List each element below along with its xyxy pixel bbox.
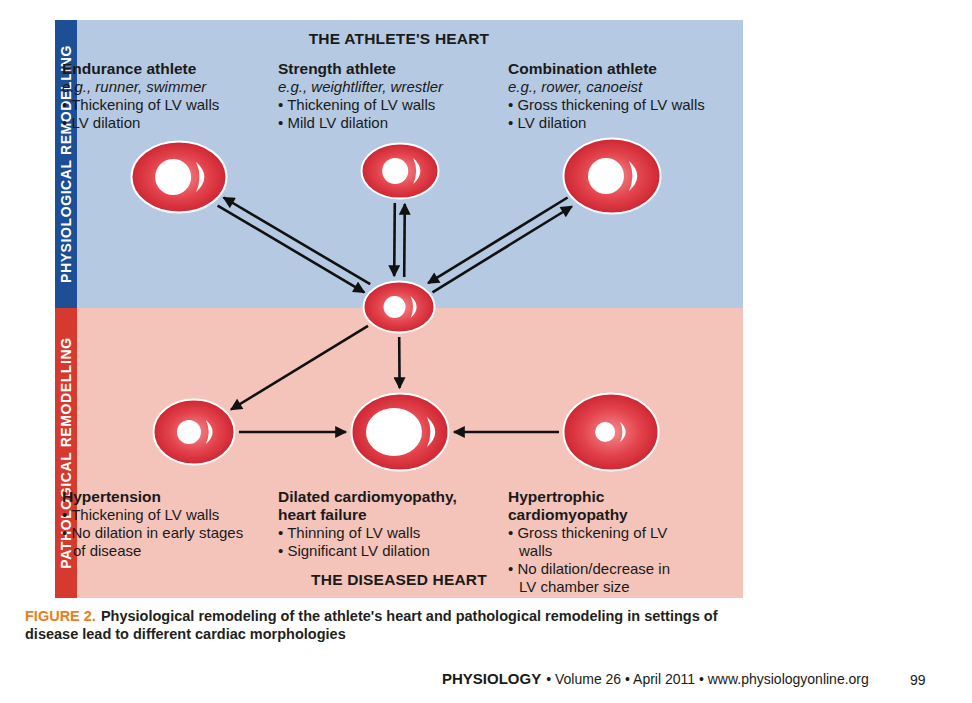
remodelling-arrow — [428, 198, 567, 284]
heart-node: Endurance athletee.g., runner, swimmer• … — [62, 60, 277, 214]
bullet-text: • No dilation/decrease in LV chamber siz… — [508, 560, 672, 596]
text-group: Hypertrophic cardiomyopathy• Gross thick… — [508, 488, 672, 596]
bullet-text: • No dilation in early stages of disease — [62, 524, 248, 560]
right-ventricle — [206, 420, 213, 444]
heart-outline — [350, 392, 450, 472]
left-ventricle — [177, 420, 201, 444]
heart-icon — [562, 137, 662, 215]
heart-outline — [562, 137, 662, 215]
right-ventricle — [629, 161, 637, 191]
remodelling-arrow — [239, 431, 346, 434]
heart-outline — [362, 280, 436, 334]
myocardium — [132, 142, 227, 213]
heart-icon — [360, 142, 440, 200]
example-text: e.g., rower, canoeist — [508, 78, 736, 96]
figure-caption: FIGURE 2.Physiological remodeling of the… — [25, 607, 760, 643]
caption-text: Physiological remodeling of the athlete'… — [25, 608, 717, 642]
heart-outline — [130, 140, 228, 214]
heart-node — [362, 280, 436, 334]
myocardium — [352, 394, 449, 471]
heart-icon — [130, 140, 228, 214]
left-ventricle — [588, 158, 624, 194]
remodelling-arrow — [398, 337, 401, 388]
bullet-text: • Thickening of LV walls — [278, 96, 488, 114]
remodelling-arrow — [393, 203, 396, 276]
myocardium — [564, 394, 659, 471]
page-footer: PHYSIOLOGY • Volume 26 • April 2011 • www… — [442, 670, 869, 688]
right-ventricle — [411, 296, 417, 318]
journal-name: PHYSIOLOGY — [442, 670, 541, 687]
remodelling-arrow — [224, 198, 371, 285]
remodelling-arrow — [403, 204, 406, 277]
myocardium — [154, 400, 235, 465]
heart-heading: Hypertrophic cardiomyopathy — [508, 488, 672, 524]
bullet-text: • Gross thickening of LV walls — [508, 524, 672, 560]
left-ventricle — [384, 296, 406, 318]
remodelling-panel: PHYSIOLOGICAL REMODELLINGTHE ATHLETE'S H… — [55, 20, 743, 308]
heart-heading: Strength athlete — [278, 60, 488, 78]
remodelling-arrow — [218, 206, 365, 293]
myocardium — [564, 139, 661, 214]
heart-outline — [562, 392, 660, 472]
page-number-box: 99 — [910, 671, 926, 689]
heart-outline — [152, 398, 236, 466]
right-ventricle — [427, 417, 435, 447]
myocardium — [362, 144, 439, 199]
heart-icon — [562, 392, 660, 472]
journal-issue: • Volume 26 • April 2011 • www.physiolog… — [546, 671, 869, 687]
heart-icon — [152, 398, 236, 466]
heart-heading: Hypertension — [62, 488, 248, 506]
page-number: 99 — [910, 672, 926, 688]
remodelling-arrow — [433, 207, 572, 293]
right-ventricle — [413, 158, 420, 184]
bullet-text: • Thickening of LV walls — [62, 96, 272, 114]
example-text: e.g., runner, swimmer — [62, 78, 272, 96]
heart-heading: Dilated cardiomyopathy, heart failure — [278, 488, 474, 524]
panel-title: THE ATHLETE'S HEART — [55, 30, 743, 48]
heart-node: Combination athletee.g., rower, canoeist… — [508, 60, 738, 215]
remodelling-arrow — [231, 326, 368, 410]
heart-node: Strength athletee.g., weightlifter, wres… — [278, 60, 493, 200]
bullet-text: • Gross thickening of LV walls — [508, 96, 736, 114]
text-group: Combination athletee.g., rower, canoeist… — [508, 60, 736, 132]
figure-number: FIGURE 2. — [25, 608, 96, 624]
heart-outline — [360, 142, 440, 200]
left-ventricle — [382, 158, 408, 184]
text-group: Dilated cardiomyopathy, heart failure• T… — [278, 488, 474, 560]
bullet-text: • Significant LV dilation — [278, 542, 474, 560]
bullet-text: • Mild LV dilation — [278, 114, 488, 132]
heart-icon — [350, 392, 450, 472]
heart-icon — [362, 280, 436, 334]
heart-node: Dilated cardiomyopathy, heart failure• T… — [278, 392, 493, 560]
heart-heading: Endurance athlete — [62, 60, 272, 78]
myocardium — [364, 282, 435, 333]
heart-heading: Combination athlete — [508, 60, 736, 78]
example-text: e.g., weightlifter, wrestler — [278, 78, 488, 96]
text-group: Hypertension• Thickening of LV walls• No… — [62, 488, 248, 560]
text-group: Strength athletee.g., weightlifter, wres… — [278, 60, 488, 132]
text-group: Endurance athletee.g., runner, swimmer• … — [62, 60, 272, 132]
left-ventricle — [155, 159, 191, 195]
left-ventricle — [366, 408, 422, 456]
heart-node: Hypertrophic cardiomyopathy• Gross thick… — [508, 392, 738, 596]
bullet-text: • Thickening of LV walls — [62, 506, 248, 524]
bullet-text: • Thinning of LV walls — [278, 524, 474, 542]
left-ventricle — [595, 422, 615, 442]
right-ventricle — [620, 422, 626, 442]
bullet-text: • LV dilation — [508, 114, 736, 132]
bullet-text: • LV dilation — [62, 114, 272, 132]
right-ventricle — [196, 162, 204, 192]
remodelling-arrow — [454, 431, 559, 434]
heart-node: Hypertension• Thickening of LV walls• No… — [62, 398, 272, 560]
